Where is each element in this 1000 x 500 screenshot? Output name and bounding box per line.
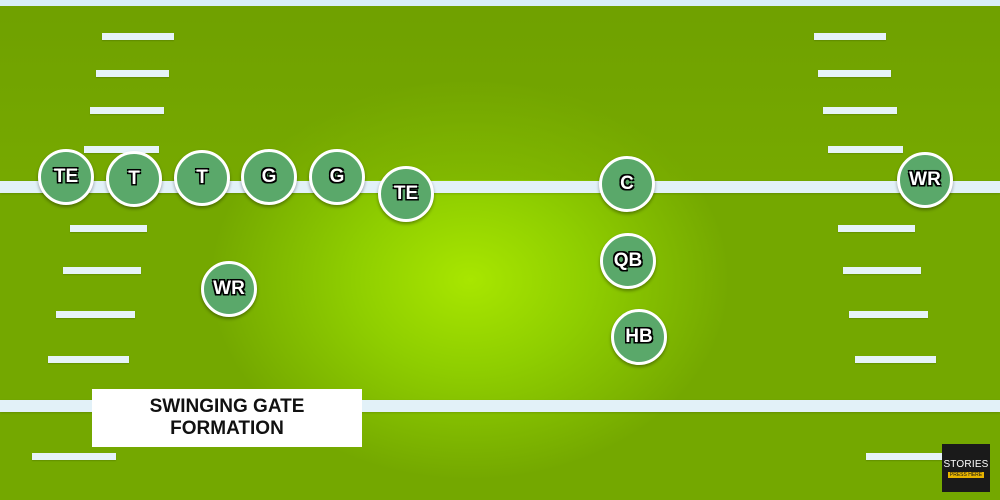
player-label: TE — [53, 166, 79, 187]
hash-mark — [838, 225, 915, 232]
hash-mark — [843, 267, 921, 274]
formation-title-line-1: SWINGING GATE — [149, 396, 305, 417]
stories-logo: STORIES PRESS HERE — [942, 444, 990, 492]
hash-mark — [63, 267, 141, 274]
hash-mark — [849, 311, 928, 318]
logo-subtext: PRESS HERE — [947, 471, 985, 478]
player-label: TE — [393, 183, 419, 204]
hash-mark — [48, 356, 129, 363]
hash-mark — [90, 107, 164, 114]
formation-title-box: SWINGING GATE FORMATION — [92, 389, 362, 447]
player-label: C — [620, 173, 634, 194]
player-label: T — [196, 167, 208, 188]
hash-mark — [866, 453, 950, 460]
player-label: HB — [625, 326, 653, 347]
player-guard-1: G — [241, 149, 297, 205]
hash-mark — [32, 453, 116, 460]
player-tackle-2: T — [174, 150, 230, 206]
hash-mark — [828, 146, 903, 153]
top-boundary-line — [0, 0, 1000, 6]
hash-mark — [814, 33, 886, 40]
formation-title-line-2: FORMATION — [170, 418, 284, 439]
hash-mark — [56, 311, 135, 318]
logo-text: STORIES — [943, 458, 989, 470]
hash-mark — [818, 70, 891, 77]
player-wr-left: WR — [201, 261, 257, 317]
player-halfback: HB — [611, 309, 667, 365]
player-label: QB — [613, 250, 643, 271]
hash-mark — [70, 225, 147, 232]
player-label: G — [329, 166, 345, 187]
player-tackle-1: T — [106, 151, 162, 207]
player-label: T — [128, 168, 140, 189]
player-quarterback: QB — [600, 233, 656, 289]
hash-mark — [855, 356, 936, 363]
hash-mark — [96, 70, 169, 77]
player-wr-right: WR — [897, 152, 953, 208]
hash-mark — [102, 33, 174, 40]
hash-mark — [823, 107, 897, 114]
player-label: G — [261, 166, 277, 187]
player-te-right: TE — [378, 166, 434, 222]
player-te-left: TE — [38, 149, 94, 205]
player-center: C — [599, 156, 655, 212]
player-guard-2: G — [309, 149, 365, 205]
player-label: WR — [213, 278, 245, 299]
hash-mark — [84, 146, 159, 153]
player-label: WR — [909, 169, 941, 190]
